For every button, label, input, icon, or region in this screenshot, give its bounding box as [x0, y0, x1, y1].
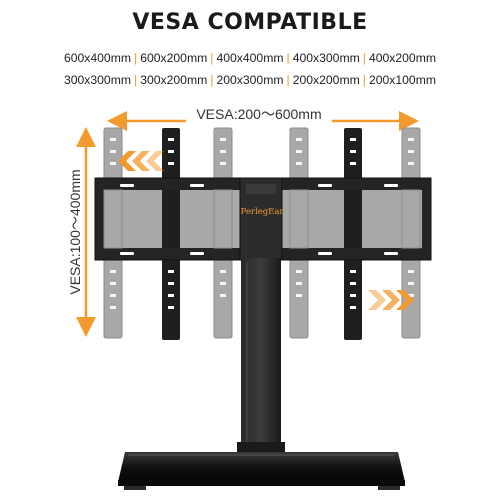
chevron-left-icon [118, 151, 164, 171]
stand-base [118, 452, 405, 490]
horizontal-range-label: VESA:200～600mm [196, 106, 321, 122]
vesa-size: 300x300mm [63, 73, 132, 87]
vesa-size: 400x400mm [216, 51, 284, 65]
separator: | [210, 51, 214, 65]
mounting-plate: PerlegEar [94, 177, 432, 261]
vesa-size: 200x200mm [292, 73, 360, 87]
separator: | [286, 51, 290, 65]
vesa-size: 600x400mm [63, 51, 132, 65]
column-foot [237, 442, 285, 454]
chevron-right-icon [368, 290, 414, 310]
separator: | [362, 73, 366, 87]
vertical-label-bg [68, 172, 84, 292]
vesa-size: 400x200mm [368, 51, 437, 65]
horizontal-label-bg [186, 106, 332, 123]
page-title: VESA COMPATIBLE [132, 10, 368, 35]
separator: | [210, 73, 214, 87]
separator: | [286, 73, 290, 87]
separator: | [134, 73, 138, 87]
stand-column [241, 258, 281, 456]
vesa-size: 300x200mm [140, 73, 208, 87]
vesa-size-row-1: 600x400mm|600x200mm|400x400mm|400x300mm|… [0, 51, 500, 65]
brand-logo: PerlegEar [241, 207, 285, 217]
separator: | [362, 51, 366, 65]
vesa-size: 200x300mm [216, 73, 284, 87]
separator: | [134, 51, 138, 65]
vertical-range-label: VESA:100～400mm [67, 169, 83, 294]
vesa-size: 600x200mm [140, 51, 208, 65]
vesa-size: 400x300mm [292, 51, 360, 65]
vesa-size-row-2: 300x300mm|300x200mm|200x300mm|200x200mm|… [0, 73, 500, 87]
vesa-size: 200x100mm [368, 73, 437, 87]
